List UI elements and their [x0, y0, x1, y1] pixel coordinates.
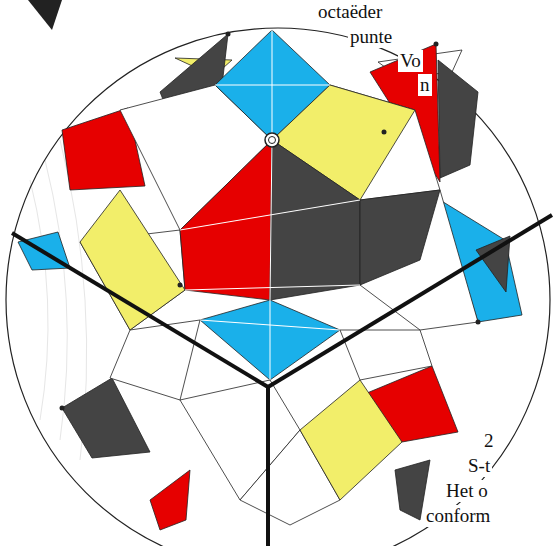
axes [12, 215, 552, 546]
arrow-head [28, 0, 62, 30]
caption-fragment: octaëder [316, 1, 384, 23]
pole-marker-inner [269, 137, 276, 144]
pole-marker [265, 133, 279, 147]
caption-fragment: S-t [466, 455, 492, 477]
inner-edges [180, 30, 360, 380]
outer-circle [6, 28, 550, 546]
caption-fragment: Het o [444, 480, 490, 502]
caption-fragment: conform [424, 505, 492, 527]
vertex-dots [60, 32, 481, 411]
caption-fragment: Vo [398, 50, 423, 72]
caption-fragment: punte [348, 26, 394, 48]
caption-fragment: n [418, 74, 432, 96]
caption-fragment: 2 [482, 430, 496, 452]
